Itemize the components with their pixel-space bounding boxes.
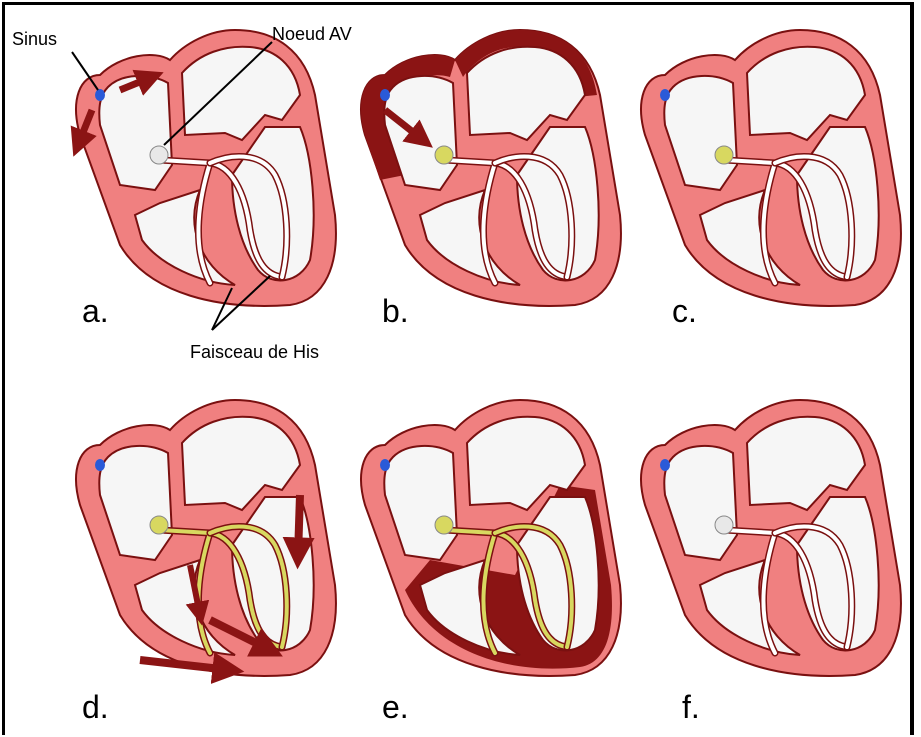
panel-label-b: b. xyxy=(382,293,409,329)
heart-panel-f xyxy=(641,400,901,676)
panel-label-d: d. xyxy=(82,689,109,725)
heart-panel-a xyxy=(76,30,336,306)
av-node-label: Noeud AV xyxy=(272,24,352,44)
heart-panel-d xyxy=(76,400,336,676)
av-node xyxy=(150,146,168,164)
sinus-node xyxy=(95,459,105,471)
sinus-node xyxy=(660,89,670,101)
av-node xyxy=(435,146,453,164)
conduction-arrow xyxy=(298,495,300,555)
his-bundle-label: Faisceau de His xyxy=(190,342,319,362)
panel-label-c: c. xyxy=(672,293,697,329)
heart-panel-e xyxy=(361,400,621,676)
sinus-node xyxy=(380,459,390,471)
sinus-node xyxy=(95,89,105,101)
av-node xyxy=(715,516,733,534)
sinus-node xyxy=(660,459,670,471)
panel-label-e: e. xyxy=(382,689,409,725)
panel-label-a: a. xyxy=(82,293,109,329)
panel-label-f: f. xyxy=(682,689,700,725)
sinus-label: Sinus xyxy=(12,29,57,49)
av-node xyxy=(435,516,453,534)
av-node xyxy=(715,146,733,164)
sinus-node xyxy=(380,89,390,101)
heart-panel-b xyxy=(361,30,621,306)
av-node xyxy=(150,516,168,534)
heart-panel-c xyxy=(641,30,901,306)
